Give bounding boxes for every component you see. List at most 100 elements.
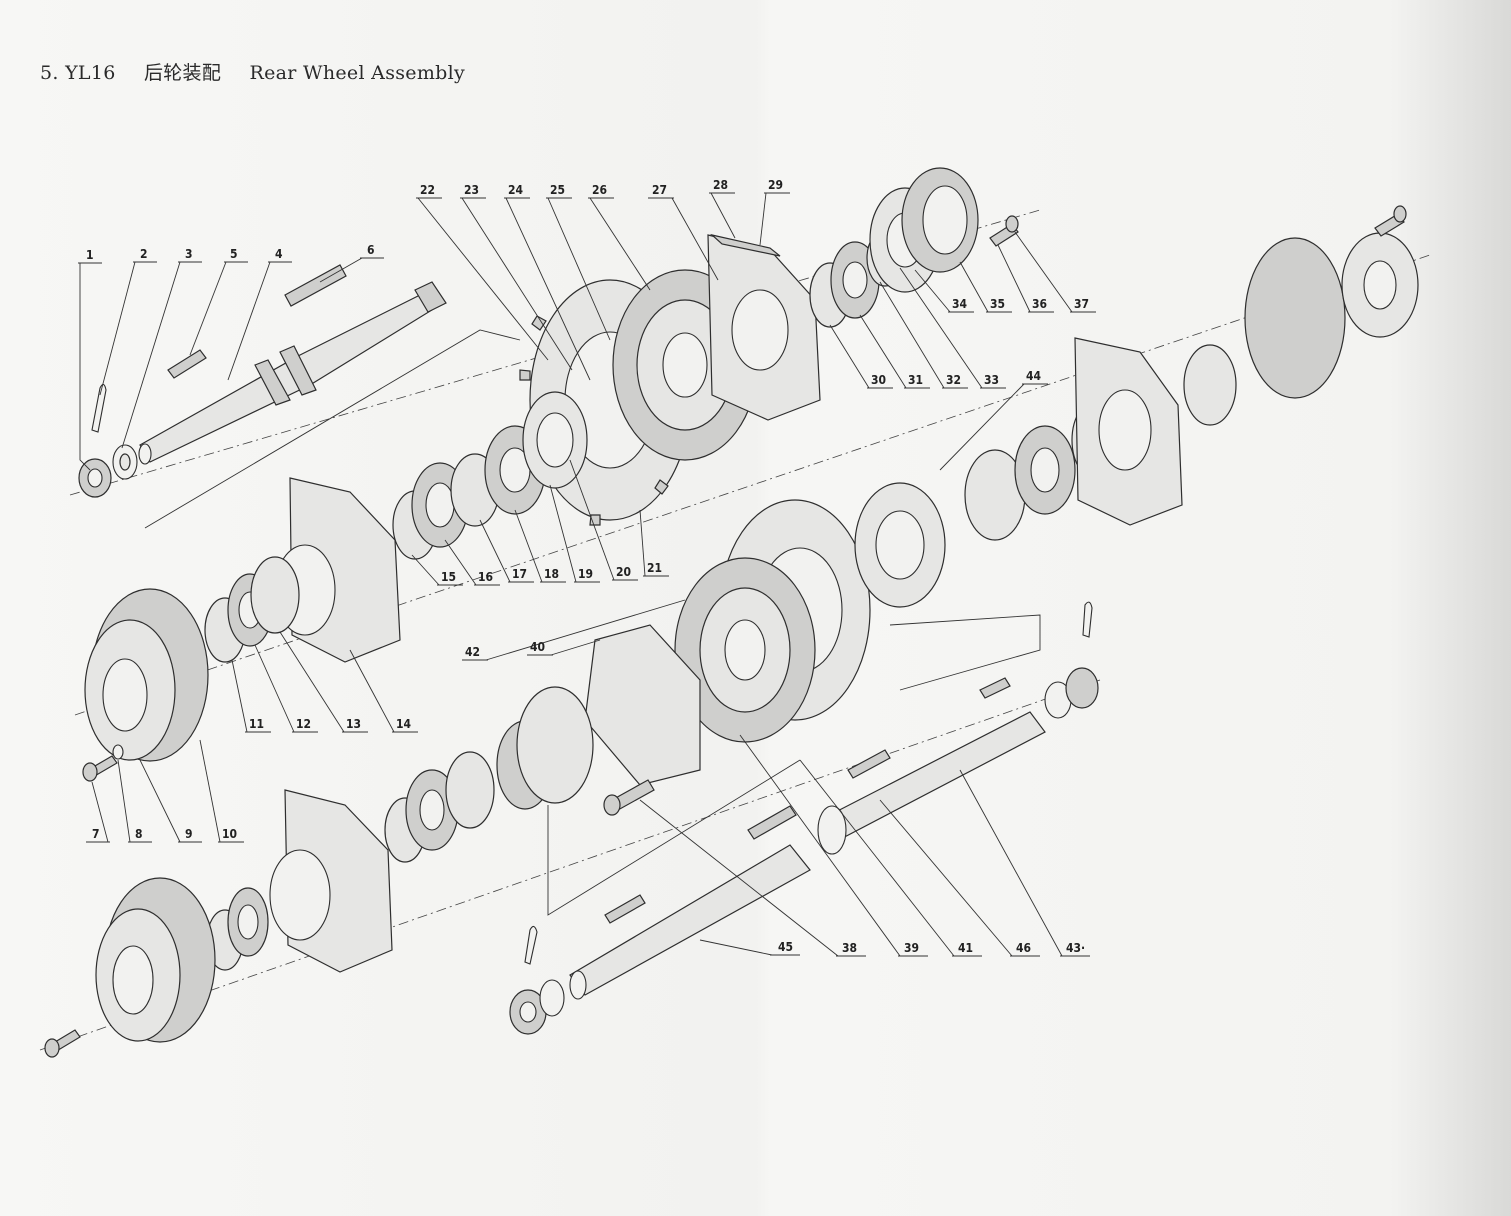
bolt-top-right — [1374, 205, 1407, 237]
bearing-set-15-20 — [392, 391, 588, 560]
callout-12: 12 — [254, 644, 318, 733]
callout-7: 7 — [86, 781, 110, 843]
wheel-hub-10 — [84, 588, 209, 762]
callout-41: 41 — [799, 759, 982, 957]
svg-text:23: 23 — [464, 183, 479, 197]
svg-text:9: 9 — [185, 827, 193, 841]
svg-text:22: 22 — [420, 183, 435, 197]
callout-30: 30 — [829, 324, 893, 389]
bearing-housing-lower — [269, 789, 393, 973]
key-lower-3 — [847, 749, 891, 779]
bolt-7-washer-8 — [82, 744, 124, 782]
svg-text:31: 31 — [908, 373, 923, 387]
bearing-cup-11-13 — [204, 556, 300, 663]
svg-text:2: 2 — [140, 247, 148, 261]
svg-text:12: 12 — [296, 717, 311, 731]
callout-29: 29 — [759, 178, 790, 246]
callout-39: 39 — [739, 734, 928, 957]
callout-25: 25 — [546, 183, 611, 341]
bracket-lower — [547, 759, 801, 916]
callout-11: 11 — [231, 659, 271, 733]
page-title: 5. YL16 后轮装配 Rear Wheel Assembly — [40, 58, 465, 85]
svg-text:28: 28 — [713, 178, 728, 192]
callout-4: 4 — [227, 247, 292, 381]
callout-46: 46 — [879, 799, 1040, 957]
svg-text:11: 11 — [249, 717, 264, 731]
bolt-37 — [989, 215, 1019, 247]
castle-nut-1 — [78, 458, 112, 498]
svg-text:4: 4 — [275, 247, 283, 261]
title-number: 5. YL16 — [40, 62, 116, 84]
svg-text:27: 27 — [652, 183, 667, 197]
wheel-hub-right — [1183, 232, 1419, 426]
callout-21: 21 — [639, 509, 669, 577]
svg-text:29: 29 — [768, 178, 783, 192]
bolt-lower-left — [44, 1029, 81, 1058]
wheel-hub-lower — [95, 877, 216, 1043]
callout-10: 10 — [199, 739, 244, 843]
callout-3: 3 — [121, 247, 202, 449]
callout-5: 5 — [189, 247, 248, 356]
washer-3 — [112, 444, 138, 480]
svg-text:3: 3 — [185, 247, 193, 261]
bracket-middle — [889, 614, 1041, 691]
callout-40: 40 — [527, 639, 601, 656]
callout-19: 19 — [549, 484, 600, 583]
bearing-support-plate-29 — [707, 233, 821, 421]
callout-6: 6 — [319, 243, 384, 283]
callout-24: 24 — [504, 183, 591, 381]
svg-text:46: 46 — [1016, 941, 1031, 955]
bracket-upper — [144, 329, 521, 529]
callout-15: 15 — [411, 554, 463, 586]
svg-text:26: 26 — [592, 183, 607, 197]
bearing-set-lower — [384, 686, 594, 863]
svg-text:6: 6 — [367, 243, 375, 257]
key-5 — [167, 349, 207, 379]
svg-text:40: 40 — [530, 640, 545, 654]
axle-shaft-43 — [817, 711, 1046, 855]
flange-34-35 — [869, 167, 979, 293]
bolt-38 — [603, 779, 655, 816]
svg-text:10: 10 — [222, 827, 237, 841]
callout-31: 31 — [859, 314, 930, 389]
callout-22: 22 — [416, 183, 549, 361]
callout-45: 45 — [699, 939, 800, 956]
svg-text:32: 32 — [946, 373, 961, 387]
svg-text:42: 42 — [465, 645, 480, 659]
svg-text:20: 20 — [616, 565, 631, 579]
callout-28: 28 — [709, 178, 736, 239]
callout-37: 37 — [1014, 231, 1096, 313]
callout-2: 2 — [99, 247, 157, 396]
callout-16: 16 — [444, 539, 500, 586]
svg-text:36: 36 — [1032, 297, 1047, 311]
axle-shaft-4 — [138, 281, 447, 465]
svg-text:5: 5 — [230, 247, 238, 261]
svg-text:38: 38 — [842, 941, 857, 955]
callout-44: 44 — [939, 369, 1048, 471]
svg-text:24: 24 — [508, 183, 524, 197]
svg-text:44: 44 — [1026, 369, 1042, 383]
svg-text:34: 34 — [952, 297, 968, 311]
svg-text:19: 19 — [578, 567, 593, 581]
callout-33: 33 — [899, 267, 1006, 389]
key-lower-4 — [979, 677, 1011, 699]
callout-27: 27 — [648, 183, 719, 281]
callout-labels: 1 2 3 5 4 — [78, 178, 1096, 957]
svg-text:41: 41 — [958, 941, 973, 955]
svg-text:37: 37 — [1074, 297, 1089, 311]
key-6 — [284, 264, 347, 307]
svg-text:39: 39 — [904, 941, 919, 955]
callout-23: 23 — [460, 183, 573, 371]
svg-text:30: 30 — [871, 373, 886, 387]
callout-36: 36 — [997, 244, 1054, 313]
callout-38: 38 — [639, 799, 866, 957]
callout-8: 8 — [117, 759, 152, 843]
svg-text:13: 13 — [346, 717, 361, 731]
svg-text:45: 45 — [778, 940, 793, 954]
svg-text:25: 25 — [550, 183, 565, 197]
callout-13: 13 — [279, 631, 368, 733]
title-chinese: 后轮装配 — [143, 62, 222, 84]
key-lower-2 — [604, 894, 646, 924]
